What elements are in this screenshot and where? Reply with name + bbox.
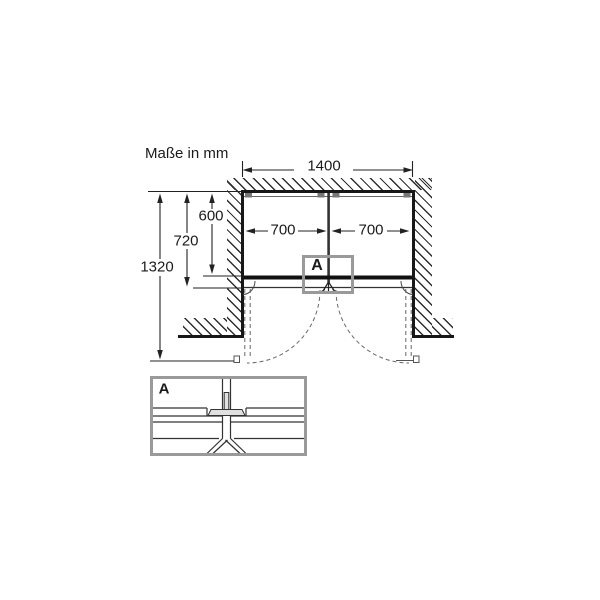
detail-flare-right-inner bbox=[225, 439, 241, 454]
niche-right-line bbox=[412, 190, 415, 336]
detail-flare-right-outer bbox=[230, 438, 247, 454]
callout-letter-a: A bbox=[311, 257, 323, 274]
floor-line-left bbox=[178, 335, 244, 338]
dim-label-600: 600 bbox=[198, 207, 224, 225]
door-stop-marker-left bbox=[233, 355, 240, 363]
arrow-1400-right bbox=[403, 167, 413, 173]
niche-left-line bbox=[241, 190, 244, 336]
arrow-700r-left bbox=[331, 228, 341, 234]
arrow-700r-right bbox=[400, 228, 410, 234]
door-divider-line bbox=[327, 193, 330, 283]
pivot-arc-right bbox=[400, 280, 414, 295]
arrow-720-up bbox=[184, 193, 190, 203]
hinge-mark-left bbox=[245, 193, 252, 198]
pivot-arc-left bbox=[242, 280, 256, 295]
floor-line-right bbox=[412, 335, 454, 338]
detail-flare-left-inner bbox=[212, 439, 228, 454]
dim-label-1400: 1400 bbox=[307, 157, 341, 175]
dim-label-700-left: 700 bbox=[270, 221, 296, 239]
door-stop-marker-right bbox=[413, 355, 420, 363]
arrow-1320-up bbox=[157, 193, 163, 203]
hinge-mark-right bbox=[403, 193, 411, 198]
door-swing-dashed bbox=[244, 289, 412, 364]
callout-box-a bbox=[302, 255, 354, 294]
dimension-arrowheads bbox=[157, 167, 413, 360]
wall-hatch-right bbox=[415, 178, 432, 336]
arrow-700l-left bbox=[245, 228, 255, 234]
wall-hatch-ledge-left bbox=[183, 318, 227, 335]
detail-view-letter-a: A bbox=[158, 380, 170, 398]
arrow-1400-left bbox=[242, 167, 252, 173]
dim-label-700-right: 700 bbox=[358, 221, 384, 239]
appliance-outline bbox=[242, 193, 414, 295]
swing-arc-right bbox=[335, 289, 410, 364]
hinge-icon bbox=[321, 281, 337, 293]
arrow-720-down bbox=[184, 277, 190, 287]
swing-arc-left bbox=[246, 289, 321, 364]
dimension-lines bbox=[148, 161, 414, 362]
detail-view-frame bbox=[150, 376, 307, 456]
wall-hatch-ledge-right bbox=[432, 318, 453, 335]
wall-hatch-top bbox=[227, 178, 432, 190]
wall-hatch-left bbox=[227, 178, 241, 336]
arrow-600-down bbox=[209, 264, 215, 274]
arrow-700l-right bbox=[317, 228, 327, 234]
dim-label-720: 720 bbox=[173, 232, 199, 250]
units-title: Maße in mm bbox=[145, 145, 229, 162]
detail-view-linework bbox=[153, 379, 304, 454]
arrow-600-up bbox=[209, 193, 215, 203]
appliance-front-line bbox=[244, 275, 412, 280]
hinge-mark-center-left bbox=[317, 193, 325, 198]
niche-top-line bbox=[241, 190, 415, 193]
hinge-mark-center-right bbox=[332, 193, 340, 198]
detail-flare-left-outer bbox=[206, 438, 223, 454]
dim-label-1320: 1320 bbox=[140, 258, 174, 276]
detail-joint-plate bbox=[207, 409, 246, 416]
arrow-1320-down bbox=[157, 350, 163, 360]
